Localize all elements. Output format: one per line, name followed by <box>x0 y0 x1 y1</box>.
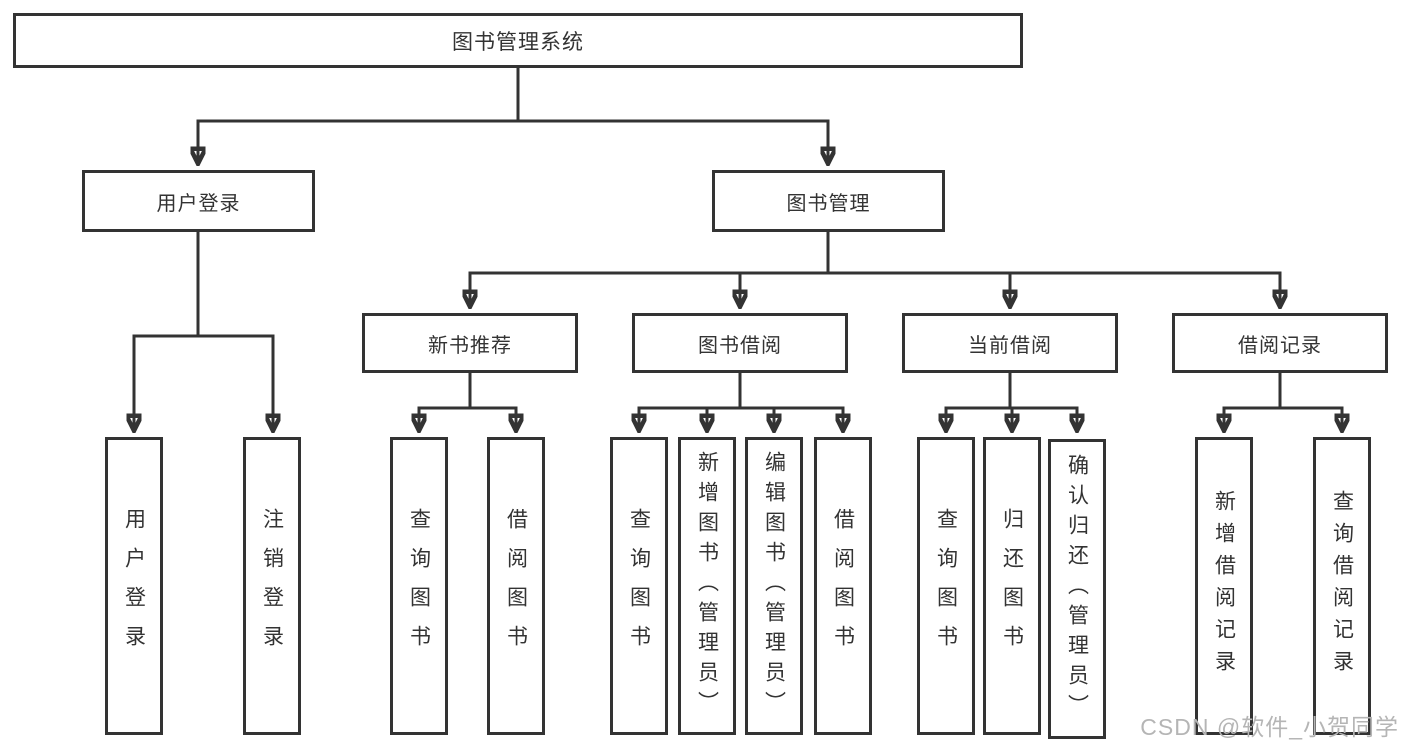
connector <box>826 232 1280 306</box>
connector <box>1224 373 1282 430</box>
node-borrow-records-label: 借阅记录 <box>1238 334 1322 357</box>
node-current-borrowing-label: 当前借阅 <box>968 334 1052 357</box>
leaf-borrow-books-borrowing: 借阅图书 <box>814 437 872 735</box>
connector <box>196 232 273 430</box>
leaf-confirm-return-admin-label: 确认归还（管理员） <box>1065 454 1089 724</box>
node-new-book-recommend-label: 新书推荐 <box>428 334 512 357</box>
leaf-borrow-books-recommend: 借阅图书 <box>487 437 545 735</box>
node-book-borrowing-label: 图书借阅 <box>698 334 782 357</box>
connector <box>707 373 742 430</box>
connector <box>468 373 516 430</box>
leaf-query-books-borrowing-label: 查询图书 <box>627 508 651 664</box>
node-user-login: 用户登录 <box>82 170 315 232</box>
connector <box>738 373 843 430</box>
leaf-query-books-recommend-label: 查询图书 <box>407 508 431 664</box>
leaf-query-books-recommend: 查询图书 <box>390 437 448 735</box>
connector <box>1008 373 1077 430</box>
connector <box>1278 373 1342 430</box>
leaf-user-login: 用户登录 <box>105 437 163 735</box>
leaf-return-books: 归还图书 <box>983 437 1041 735</box>
node-book-management-label: 图书管理 <box>786 192 871 215</box>
connector <box>134 232 200 430</box>
connector <box>419 373 472 430</box>
connector <box>639 373 742 430</box>
node-root: 图书管理系统 <box>13 13 1023 68</box>
leaf-query-books-current-label: 查询图书 <box>934 508 958 664</box>
leaf-confirm-return-admin: 确认归还（管理员） <box>1048 439 1106 739</box>
connector <box>198 68 520 163</box>
leaf-borrow-books-recommend-label: 借阅图书 <box>504 508 528 664</box>
node-borrow-records: 借阅记录 <box>1172 313 1388 373</box>
node-root-label: 图书管理系统 <box>452 30 584 54</box>
leaf-add-book-admin-label: 新增图书（管理员） <box>695 451 719 721</box>
leaf-borrow-books-borrowing-label: 借阅图书 <box>831 508 855 664</box>
leaf-add-borrow-record: 新增借阅记录 <box>1195 437 1253 735</box>
node-book-borrowing: 图书借阅 <box>632 313 848 373</box>
connector <box>826 232 1010 306</box>
leaf-query-books-current: 查询图书 <box>917 437 975 735</box>
node-current-borrowing: 当前借阅 <box>902 313 1118 373</box>
leaf-query-borrow-record-label: 查询借阅记录 <box>1330 490 1354 682</box>
node-book-management: 图书管理 <box>712 170 945 232</box>
leaf-query-books-borrowing: 查询图书 <box>610 437 668 735</box>
leaf-add-borrow-record-label: 新增借阅记录 <box>1212 490 1236 682</box>
leaf-return-books-label: 归还图书 <box>1000 508 1024 664</box>
node-user-login-label: 用户登录 <box>156 192 241 215</box>
leaf-edit-book-admin-label: 编辑图书（管理员） <box>762 451 786 721</box>
leaf-query-borrow-record: 查询借阅记录 <box>1313 437 1371 735</box>
connector <box>470 232 830 306</box>
leaf-user-login-label: 用户登录 <box>122 508 146 664</box>
connector <box>740 232 830 306</box>
leaf-edit-book-admin: 编辑图书（管理员） <box>745 437 803 735</box>
connector <box>738 373 774 430</box>
leaf-logout: 注销登录 <box>243 437 301 735</box>
csdn-watermark: CSDN @软件_小贺同学 <box>1140 714 1399 740</box>
node-new-book-recommend: 新书推荐 <box>362 313 578 373</box>
leaf-add-book-admin: 新增图书（管理员） <box>678 437 736 735</box>
connector <box>516 68 828 163</box>
connector <box>946 373 1012 430</box>
leaf-logout-label: 注销登录 <box>260 508 284 664</box>
